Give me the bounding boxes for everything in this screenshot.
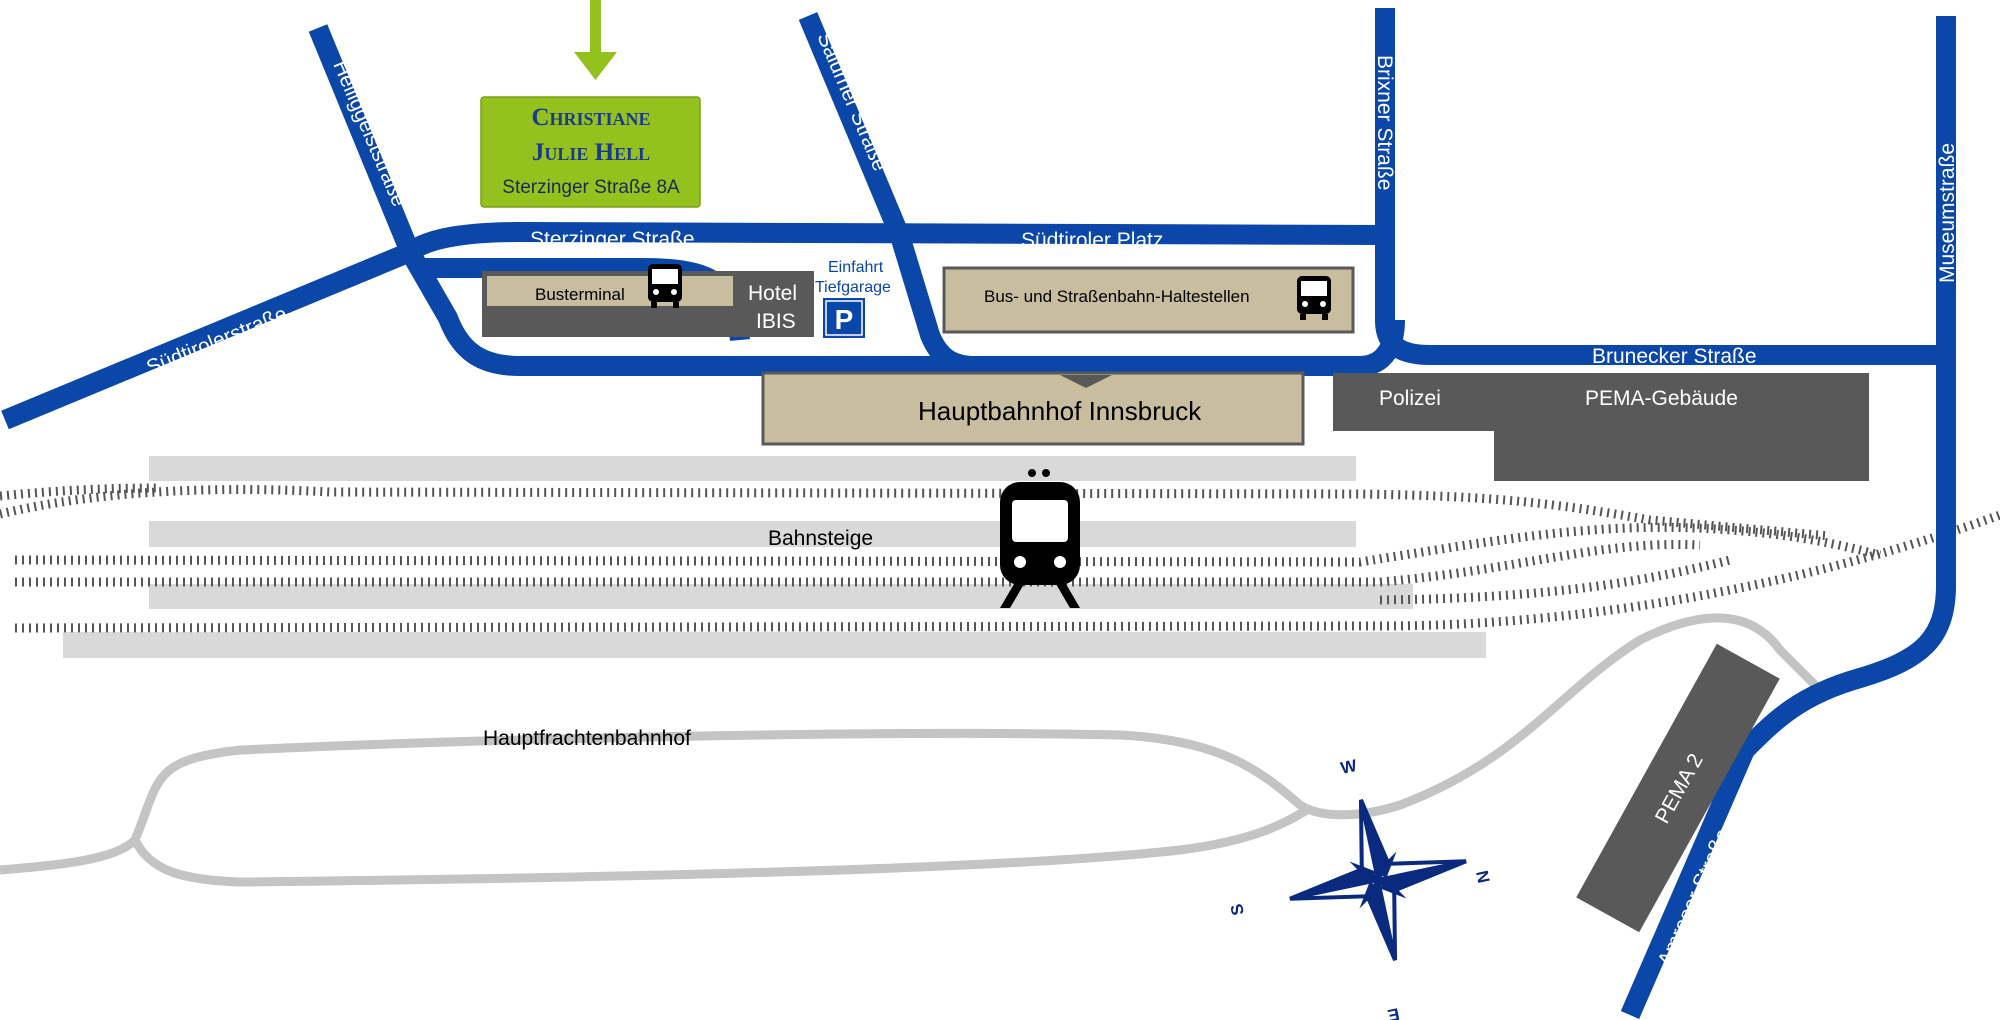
rail-tracks <box>0 483 2000 633</box>
label-brixner-strasse: Brixner Straße <box>1373 55 1396 190</box>
label-brunecker-strasse: Brunecker Straße <box>1592 345 1757 368</box>
track-3 <box>14 522 1882 567</box>
track-6 <box>1379 555 1732 605</box>
pema2-building: PEMA 2 <box>1576 643 1780 933</box>
station-entrance-marker <box>1060 375 1112 388</box>
bus-tram-stops-building <box>942 266 1355 334</box>
destination-name-line1: Christiane <box>531 104 650 131</box>
road-sterzinger-strasse <box>404 222 1386 261</box>
bus-tram-stops-label: Bus- und Straßenbahn-Haltestellen <box>984 287 1250 306</box>
parking-icon: P <box>823 298 865 338</box>
garage-entry-label-line2: Tiefgarage <box>815 279 891 296</box>
destination-address: Sterzinger Straße 8A <box>502 177 680 198</box>
track-5 <box>14 510 2000 633</box>
freight-yard-label: Hauptfrachtenbahnhof <box>483 727 691 750</box>
label-suedtiroler-platz: Südtiroler Platz <box>1021 229 1163 252</box>
destination-box <box>480 96 701 208</box>
destination-name-line2: Julie Hell <box>532 139 650 166</box>
road-suedtirolerstrasse <box>1 242 414 430</box>
track-2 <box>0 483 161 501</box>
platform-2 <box>149 521 1356 547</box>
platforms <box>63 456 1486 658</box>
platform-1 <box>149 456 1356 481</box>
freight-yard-line <box>0 613 1824 875</box>
busterminal-label: Busterminal <box>535 285 625 304</box>
label-museumstrasse: Museumstraße <box>1936 143 1959 283</box>
compass-north-label: N <box>1472 869 1493 885</box>
label-suedtirolerstrasse: Südtirolerstraße <box>143 302 290 379</box>
compass-east-label: E <box>1386 1004 1401 1020</box>
garage-entry-label-line1: Einfahrt <box>828 259 884 276</box>
hotel-ibis-label-line2: IBIS <box>756 310 796 333</box>
bus-icon <box>648 264 682 308</box>
hotel-ibis-label-line1: Hotel <box>748 282 797 305</box>
compass-south-label: S <box>1227 902 1248 917</box>
platform-4 <box>63 632 1486 658</box>
police-pema-building <box>1333 373 1869 481</box>
police-label: Polizei <box>1379 387 1441 410</box>
road-salurner-strasse <box>798 12 976 376</box>
platform-3 <box>149 584 1413 609</box>
compass-west-label: W <box>1339 756 1360 778</box>
freight-yard-lower-line <box>130 804 1313 887</box>
bus-icon-stops <box>1297 276 1331 320</box>
compass-rose-icon: W N S E <box>1227 756 1493 1020</box>
hauptbahnhof-label: Hauptbahnhof Innsbruck <box>918 396 1202 426</box>
hauptbahnhof-building <box>761 371 1305 446</box>
pema-label: PEMA-Gebäude <box>1585 387 1738 410</box>
road-brixner-strasse <box>1375 8 1950 365</box>
label-salurner-strasse: Salurner Straße <box>812 29 891 174</box>
track-4 <box>15 539 1701 587</box>
svg-text:P: P <box>835 304 854 335</box>
label-heiliggeiststrasse: Heiliggeiststraße <box>328 57 410 210</box>
busterminal-area <box>487 276 733 306</box>
label-sterzinger-strasse: Sterzinger Straße <box>530 228 695 251</box>
arrow-down-icon <box>574 0 617 80</box>
roads <box>1 8 1956 1019</box>
train-icon <box>1000 469 1080 608</box>
road-museumstrasse <box>1620 16 1956 1019</box>
platforms-label: Bahnsteige <box>768 527 873 550</box>
